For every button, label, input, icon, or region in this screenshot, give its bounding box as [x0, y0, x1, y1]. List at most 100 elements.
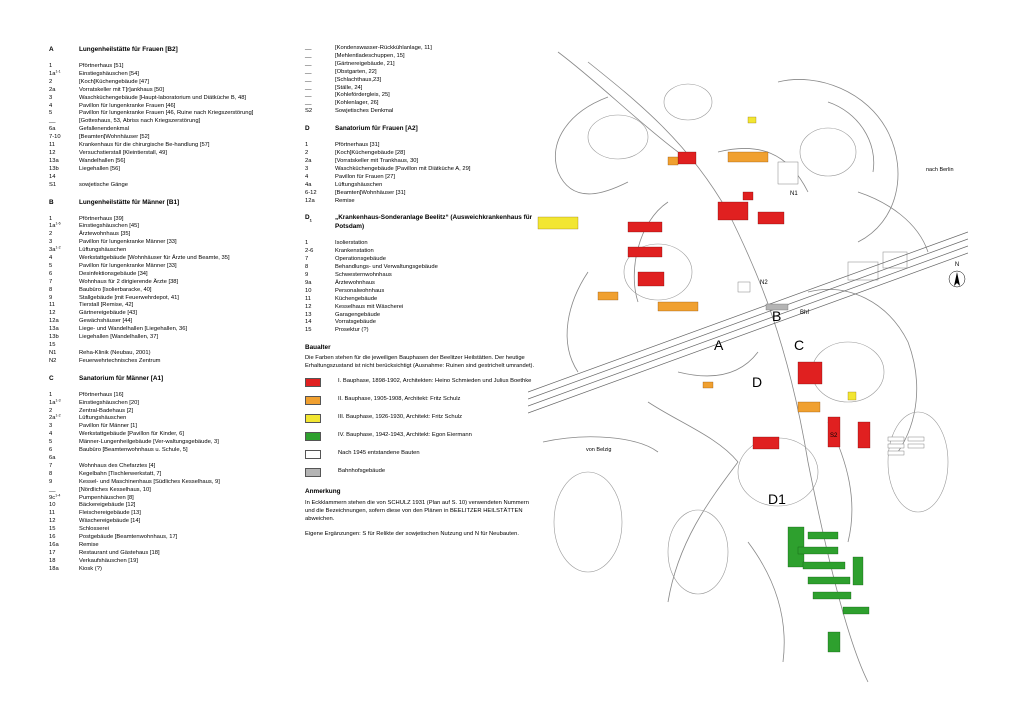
entry-number: 12a: [49, 318, 79, 326]
entry-number: 9: [49, 295, 79, 303]
entry-text: Liegehallen [56]: [79, 165, 120, 172]
entry-number-text: 11: [305, 295, 312, 302]
entry-text: [Kohlenlager, 26]: [335, 100, 379, 107]
entry-text: Gewächshäuser [44]: [79, 318, 133, 325]
entry-number-text: 13b: [49, 165, 59, 172]
entry-number-text: 9: [305, 272, 309, 279]
entry-number: 12a: [305, 198, 335, 206]
map-label-from-belzig: von Belzig: [586, 447, 611, 453]
entry-number-text: 14: [305, 319, 312, 326]
entry-number-text: __: [305, 84, 312, 91]
buildings-phase-1: [627, 151, 871, 450]
entry-number-range: 1-4: [55, 493, 61, 497]
entry-number-text: 2-6: [305, 248, 314, 255]
entry-text: [Obstgarten, 22]: [335, 68, 377, 75]
entry-text: [79, 342, 281, 350]
entry-number-text: 4: [49, 255, 53, 262]
entry-number-text: 1: [305, 240, 309, 247]
entry-number-text: 9a: [305, 279, 312, 286]
entry-number: 3: [49, 95, 79, 103]
entry-number-text: 4: [49, 102, 53, 109]
entry-number: 16: [49, 534, 79, 542]
entry-number-text: 1a: [49, 70, 56, 77]
section-title: „Krankenhaus-Sonderanlage Beelitz“ (Ausw…: [335, 214, 533, 231]
section-spacer: [305, 231, 535, 240]
legend-entry: 7-10[Beamten]Wohnhäuser [52]: [49, 134, 281, 142]
entry-number: 1: [305, 240, 335, 248]
entry-number-text: 7: [49, 462, 53, 469]
entry-number: 2a1-2: [49, 414, 79, 423]
color-swatch: [305, 449, 321, 459]
color-swatch: [305, 431, 321, 441]
entry-number-text: __: [305, 100, 312, 107]
entry-text: Pförtnerhaus [31]: [335, 142, 380, 149]
entry-number-text: 9: [49, 478, 53, 485]
entry-text: Werkstattgebäude [Wohnhäuser für Ärzte u…: [79, 255, 230, 262]
entry-number-text: 8: [49, 470, 53, 477]
entry-number-text: 16: [49, 534, 56, 541]
entry-number: 4: [49, 431, 79, 439]
entry-text: Lüftungshäuschen: [79, 415, 127, 422]
entry-number-text: 15: [49, 342, 56, 348]
legend-entry: 15: [49, 342, 281, 350]
entry-text: Postgebäude [Beamtenwohnhaus, 17]: [79, 534, 178, 541]
section-title: Sanatorium für Frauen [A2]: [335, 125, 418, 133]
entry-number-text: 3: [49, 423, 53, 430]
entry-number: 12: [49, 150, 79, 158]
entry-number-text: 13b: [49, 334, 59, 341]
north-arrow-icon: [954, 272, 960, 286]
station-building: [765, 303, 789, 311]
entry-number: 7: [49, 463, 79, 471]
entry-number-text: __: [305, 92, 312, 99]
entry-number-text: 8: [305, 264, 309, 271]
section-title: Lungenheilstätte für Frauen [B2]: [79, 46, 178, 53]
color-legend-text: IV. Bauphase, 1942-1943, Architekt: Egon…: [338, 432, 472, 439]
entry-text: Waschküchengebäude [Haupt-laboratorium u…: [79, 94, 247, 101]
entry-text: Behandlungs- und Verwaltungsgebäude: [335, 264, 438, 271]
color-legend-entry: Nach 1945 entstandene Bauten: [305, 447, 535, 461]
entry-number-text: 6a: [49, 454, 56, 461]
color-legend-entry: II. Bauphase, 1905-1908, Architekt: Frit…: [305, 393, 535, 407]
entry-number-text: 10: [305, 287, 312, 294]
entry-text: Waschküchengebäude [Pavillon mit Diätküc…: [335, 165, 471, 172]
entry-text: Baubüro [Beamtenwohnhaus u. Schule, 5]: [79, 447, 188, 454]
entry-number-range: 1-3: [55, 398, 61, 403]
entry-number: 9a: [305, 280, 335, 288]
entry-number-text: 6: [49, 447, 53, 454]
entry-number: 8: [49, 471, 79, 479]
entry-text: Restaurant und Gästehaus [18]: [79, 549, 160, 556]
entry-text: [Schlachthaus,23]: [335, 76, 382, 83]
entry-number: 12: [49, 310, 79, 318]
legend-entry: __[Schlachthaus,23]: [305, 77, 535, 85]
entry-number: __: [305, 69, 335, 77]
entry-text: Vorratskeller mit T[r]ankhaus [50]: [79, 86, 164, 93]
entry-text: Einstiegshäuschen [45]: [79, 223, 139, 230]
entry-text: Einstiegshäuschen [20]: [79, 399, 139, 406]
entry-text: Schlosserei: [79, 526, 109, 533]
entry-number-text: 3a: [49, 247, 56, 254]
legend-entry: 2a[Vorratskeller mit Trankhaus, 30]: [305, 158, 535, 166]
section-letter-sub: 1: [309, 217, 312, 223]
entry-number-text: 12a: [305, 197, 315, 204]
entry-number: 1a1-3: [49, 398, 79, 408]
entry-text: Garagengebäude: [335, 311, 381, 318]
entry-number: 1a1-6: [49, 222, 79, 231]
entry-number: 2: [49, 231, 79, 239]
entry-number: __: [305, 53, 335, 61]
map-marker-N2: N2: [760, 280, 768, 286]
entry-number-text: 3: [305, 165, 309, 172]
entry-number-text: 2: [49, 231, 53, 238]
entry-number: 6: [49, 271, 79, 279]
color-legend-entry: IV. Bauphase, 1942-1943, Architekt: Egon…: [305, 429, 535, 443]
